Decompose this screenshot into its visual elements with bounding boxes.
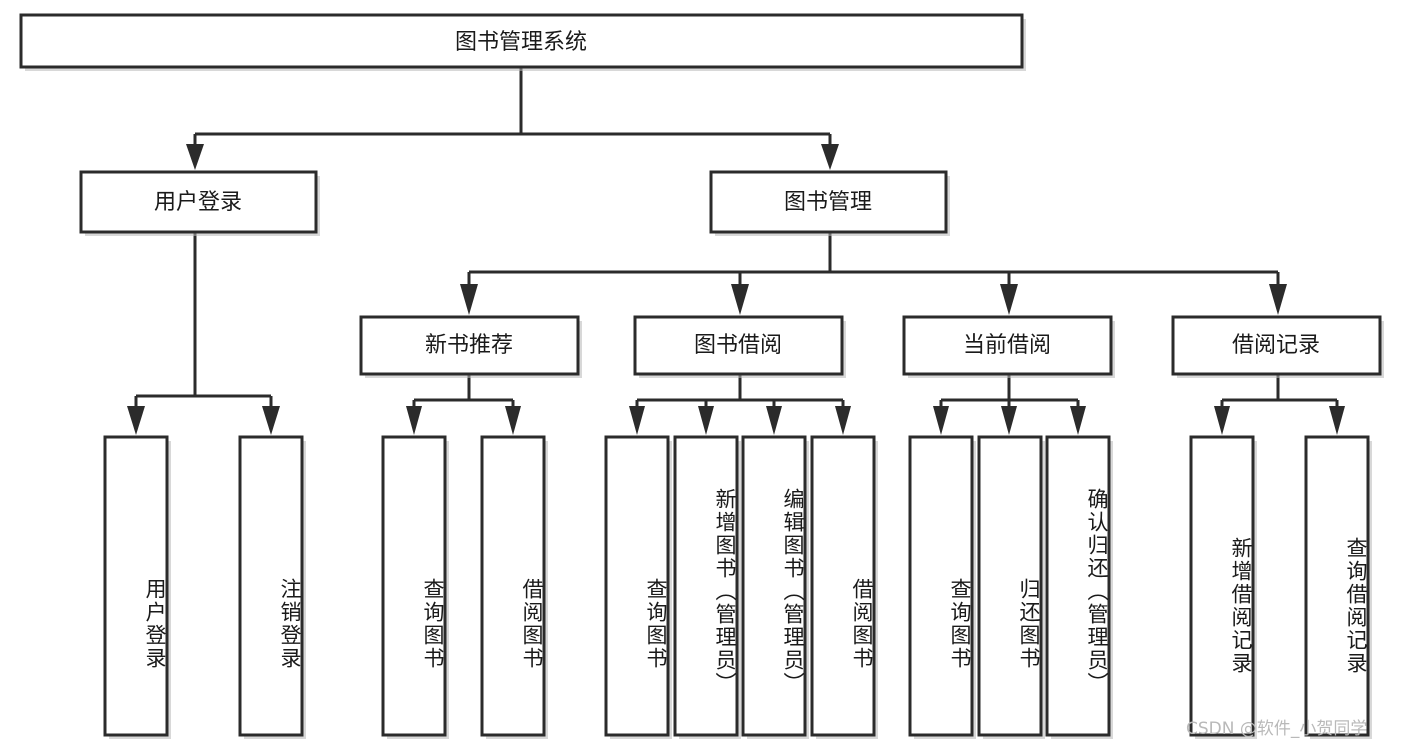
arrow-head-leaf-edit-book [766,406,782,435]
arrow-head-book-borrow [731,284,749,315]
node-leaf-user-logout-box[interactable] [238,435,304,737]
arrow-head-borrow-record [1269,284,1287,315]
node-leaf-borrow-book-1-box[interactable] [480,435,546,737]
node-leaf-query-record-box[interactable] [1304,435,1370,737]
node-user-login-label: 用户登录 [154,190,242,215]
node-borrow-record-label: 借阅记录 [1232,333,1320,358]
node-borrow-record-box[interactable] [1171,315,1382,376]
node-new-book-recommend-box[interactable] [359,315,580,376]
node-root-label: 图书管理系统 [455,30,587,55]
node-user-login-box[interactable] [79,170,318,234]
node-group: 图书管理系统 用户登录 图书管理 新书推荐 图书借阅 当前借阅 借阅记录 [19,13,1384,739]
node-leaf-query-book-3-box[interactable] [908,435,974,737]
arrow-head-leaf-confirm-return [1070,406,1086,435]
node-leaf-edit-book-box[interactable] [741,435,807,737]
node-leaf-return-book-box[interactable] [977,435,1043,737]
node-new-book-recommend-label: 新书推荐 [425,333,513,358]
node-book-manage-box[interactable] [709,170,948,234]
node-leaf-add-book-box[interactable] [673,435,739,737]
node-book-borrow-label: 图书借阅 [694,333,782,358]
node-current-borrow-label: 当前借阅 [963,333,1051,358]
arrow-head-leaf-user-logout [262,406,280,435]
node-book-borrow-box[interactable] [633,315,844,376]
arrow-head-new-book-recommend [460,284,478,315]
node-book-manage-label: 图书管理 [784,190,872,215]
node-leaf-confirm-return-box[interactable] [1045,435,1111,737]
node-root-box[interactable] [19,13,1024,69]
arrow-head-leaf-query-record [1329,406,1345,435]
node-leaf-add-record-box[interactable] [1189,435,1255,737]
connector-group [127,67,1345,435]
arrow-head-leaf-query-book-3 [933,406,949,435]
node-leaf-query-book-2-box[interactable] [604,435,670,737]
arrow-head-leaf-add-book [698,406,714,435]
arrow-head-current-borrow [1000,284,1018,315]
node-leaf-query-book-1-box[interactable] [381,435,447,737]
node-leaf-borrow-book-2-box[interactable] [810,435,876,737]
arrow-head-leaf-user-login [127,406,145,435]
arrow-head-leaf-add-record [1214,406,1230,435]
arrow-head-leaf-borrow-book-2 [835,406,851,435]
node-leaf-user-login-box[interactable] [103,435,169,737]
arrow-head-leaf-borrow-book-1 [505,406,521,435]
arrow-head-leaf-query-book-1 [406,406,422,435]
watermark-text: CSDN @软件_小贺同学 [1186,719,1368,739]
arrow-head-book-manage [821,144,839,170]
arrow-head-user-login [186,144,204,170]
node-current-borrow-box[interactable] [902,315,1113,376]
arrow-head-leaf-query-book-2 [629,406,645,435]
arrow-head-leaf-return-book [1001,406,1017,435]
